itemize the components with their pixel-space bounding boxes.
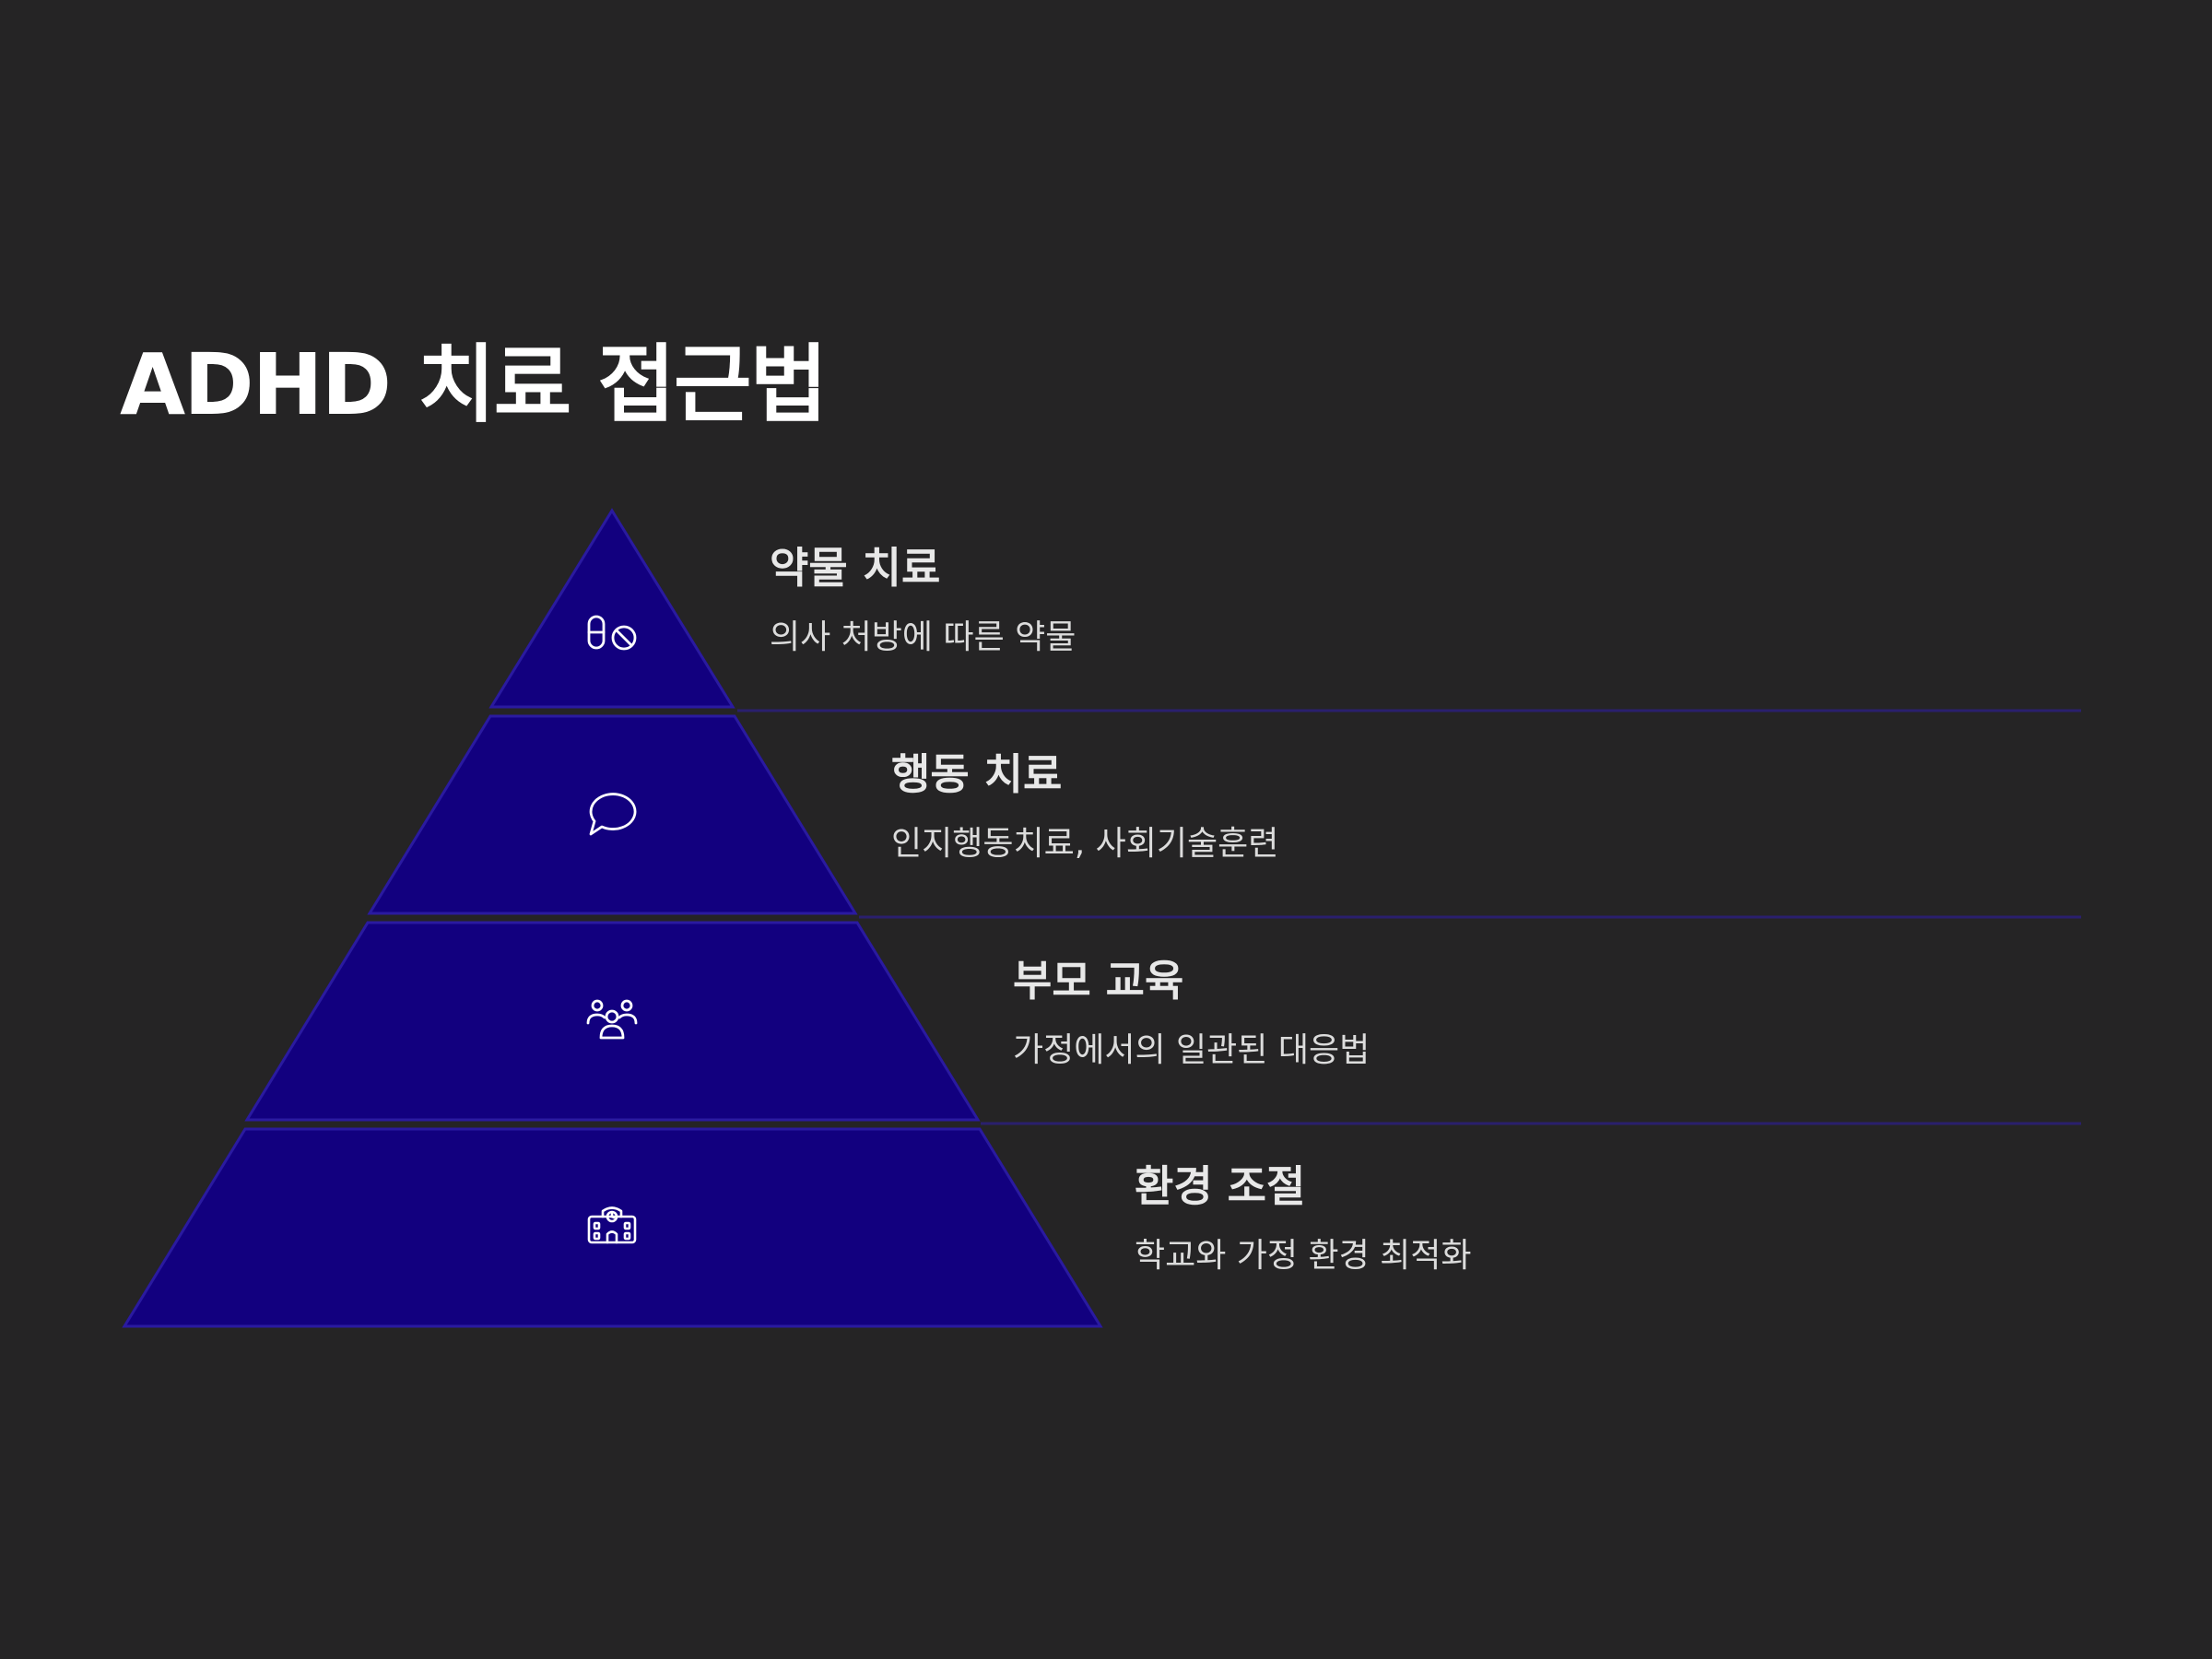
pyramid-tier-4: [122, 1127, 1103, 1328]
tier-3-title: 부모 교육: [1013, 956, 1184, 1006]
tier-4-text: 환경 조절 학교와 가정 환경 최적화: [1135, 1159, 1472, 1278]
tier-4-title: 환경 조절: [1135, 1161, 1306, 1211]
tier-2-title: 행동 치료: [891, 749, 1063, 799]
tier-3-description: 가정에서의 일관된 대응법: [1013, 1031, 1371, 1069]
tier-1-text: 약물 치료 의사 처방에 따른 약물: [770, 540, 1076, 660]
school-building-icon: [587, 1206, 637, 1244]
pyramid-tier-3: [244, 921, 981, 1122]
tier-4-shape: [122, 1127, 1103, 1328]
tier-2-text: 행동 치료 인지행동치료, 사회기술훈련: [891, 747, 1278, 866]
tier-2-description: 인지행동치료, 사회기술훈련: [891, 825, 1279, 863]
tier-1-title: 약물 치료: [770, 543, 941, 593]
tier-4-description: 학교와 가정 환경 최적화: [1135, 1237, 1472, 1275]
tier-2-shape: [367, 714, 858, 915]
pyramid-tier-2: [367, 714, 858, 915]
tier-1-shape: [488, 508, 735, 709]
page-title: ADHD 치료 접근법: [120, 335, 828, 434]
tier-1-description: 의사 처방에 따른 약물: [770, 618, 1077, 656]
pill-icon: [587, 615, 637, 651]
tier-3-text: 부모 교육 가정에서의 일관된 대응법: [1013, 953, 1370, 1073]
family-icon: [586, 999, 638, 1040]
speech-bubble-icon: [589, 793, 637, 836]
pyramid-tier-1: [488, 508, 735, 709]
